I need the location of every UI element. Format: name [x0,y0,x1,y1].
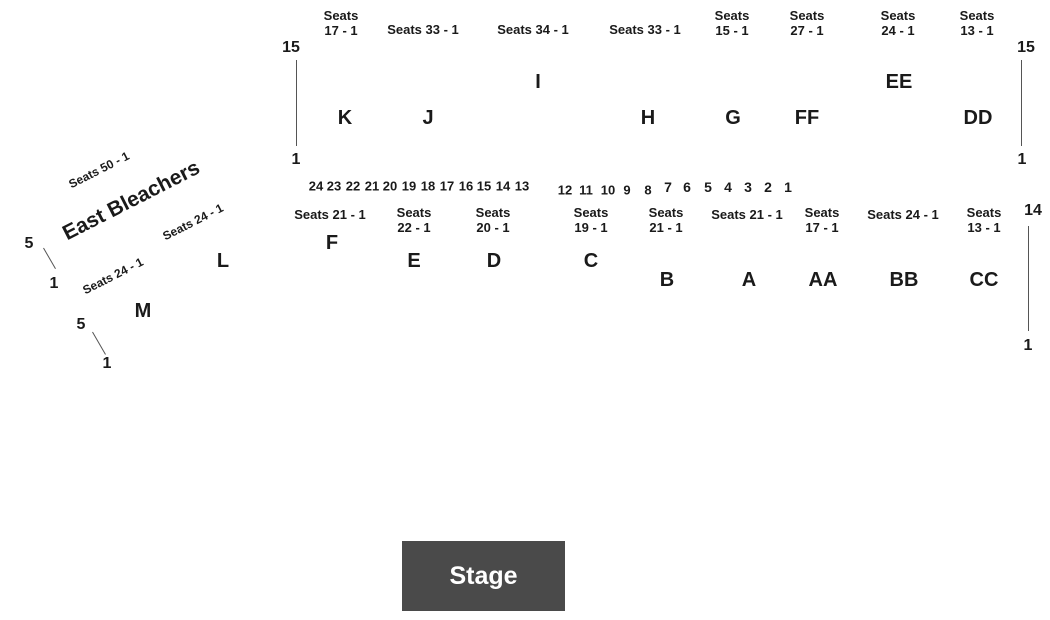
section-b[interactable]: B [659,269,675,291]
row-number: 19 [401,178,417,194]
bleacher-row-upper-bottom: 1 [49,275,59,292]
bleacher-row-lower-bottom: 1 [102,355,112,372]
row-number: 12 [557,182,573,198]
seat-range-a: Seats 21 - 1 [711,207,783,222]
section-aa[interactable]: AA [808,269,838,291]
row-end-right-bottom: 1 [1017,151,1027,168]
row-number: 18 [420,178,436,194]
row-line-far-right [1028,226,1029,331]
row-number: 4 [724,179,732,195]
section-k[interactable]: K [337,107,353,129]
row-number: 6 [683,179,691,195]
row-line-right [1021,60,1022,146]
bleachers-seats-left: Seats 24 - 1 [80,254,146,298]
section-g[interactable]: G [725,107,741,129]
section-d[interactable]: D [486,250,502,272]
row-number: 16 [458,178,474,194]
row-end-far-right-bottom: 1 [1023,337,1033,354]
seat-range-f: Seats 21 - 1 [294,207,366,222]
section-e[interactable]: E [407,250,421,272]
section-f[interactable]: F [325,232,339,254]
row-number: 24 [308,178,324,194]
bleacher-row-lower-top: 5 [76,316,86,333]
row-number: 10 [600,182,616,198]
section-cc[interactable]: CC [969,269,999,291]
section-dd[interactable]: DD [963,107,993,129]
row-number: 2 [764,179,772,195]
section-a[interactable]: A [741,269,757,291]
section-j[interactable]: J [422,107,434,129]
seat-range-h: Seats 33 - 1 [609,22,681,37]
bleachers-seats-top: Seats 50 - 1 [66,148,132,192]
row-end-left-top: 15 [282,39,300,56]
row-number: 23 [326,178,342,194]
row-number: 9 [623,182,631,198]
row-number: 7 [664,179,672,195]
row-number: 8 [644,182,652,198]
row-number: 3 [744,179,752,195]
bleacher-row-line-upper [43,247,56,270]
section-h[interactable]: H [640,107,656,129]
stage: Stage [402,541,565,611]
section-bb[interactable]: BB [889,269,919,291]
row-number: 21 [364,178,380,194]
row-number: 11 [579,182,593,198]
seat-range-bb: Seats 24 - 1 [867,207,939,222]
bleachers-seats-right: Seats 24 - 1 [160,200,226,244]
stage-label: Stage [449,561,518,590]
seat-range-j: Seats 33 - 1 [387,22,459,37]
row-number: 15 [476,178,492,194]
row-number: 5 [704,179,712,195]
row-end-left-bottom: 1 [291,151,301,168]
row-number: 22 [345,178,361,194]
section-c[interactable]: C [583,250,599,272]
section-ee[interactable]: EE [885,71,913,93]
bleacher-row-line-lower [92,331,106,355]
row-number: 20 [382,178,398,194]
section-m[interactable]: M [134,300,152,322]
row-number: 17 [439,178,455,194]
row-end-far-right-top: 14 [1024,202,1042,219]
seat-range-i: Seats 34 - 1 [497,22,569,37]
section-i[interactable]: I [535,71,541,93]
section-l[interactable]: L [216,250,230,272]
row-number: 1 [784,179,792,195]
row-end-right-top: 15 [1017,39,1035,56]
row-line-left [296,60,297,146]
row-number: 14 [495,178,511,194]
row-number: 13 [514,178,530,194]
bleacher-row-upper-top: 5 [24,235,34,252]
section-ff[interactable]: FF [794,107,820,129]
